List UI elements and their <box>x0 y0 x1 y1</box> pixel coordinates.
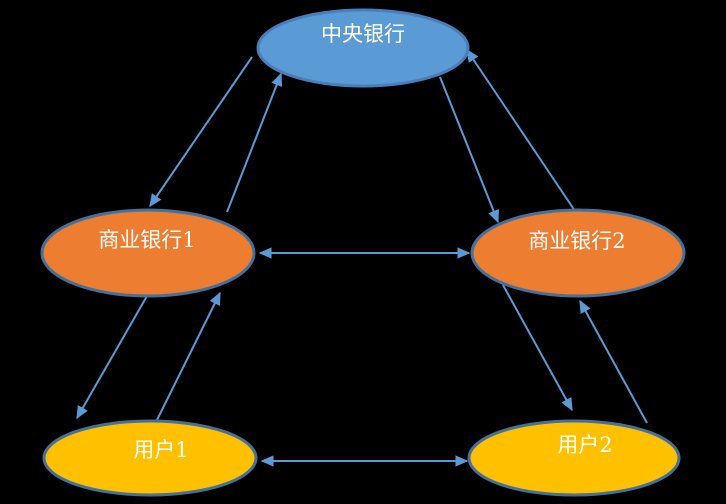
arrow-commercial-bank-1-to-user-1 <box>76 295 148 420</box>
node-user-1: 用户1 <box>42 419 258 497</box>
commercial-bank-1-label: 商业银行1 <box>98 228 195 252</box>
arrow-central-bank-to-commercial-bank-2 <box>439 76 499 224</box>
commercial-bank-2-ellipse <box>470 208 686 298</box>
node-central-bank: 中央银行 <box>256 8 470 88</box>
arrow-commercial-bank-1-to-central-bank <box>226 72 283 213</box>
arrow-user-1-to-commercial-bank-1 <box>153 291 221 427</box>
node-user-2: 用户2 <box>467 419 681 497</box>
commercial-bank-1-ellipse <box>40 208 256 298</box>
user-2-ellipse <box>467 419 681 497</box>
central-bank-label: 中央银行 <box>321 22 405 46</box>
user-2-label: 用户2 <box>557 433 612 457</box>
node-commercial-bank-1: 商业银行1 <box>40 208 256 298</box>
commercial-bank-2-label: 商业银行2 <box>528 229 625 253</box>
arrow-commercial-bank-2-to-user-2 <box>502 284 573 412</box>
node-commercial-bank-2: 商业银行2 <box>470 208 686 298</box>
central-bank-ellipse <box>256 8 470 88</box>
arrow-commercial-bank-2-to-central-bank <box>466 48 576 212</box>
arrow-central-bank-to-commercial-bank-1 <box>149 56 253 208</box>
user-1-label: 用户1 <box>133 438 188 462</box>
user-1-ellipse <box>42 419 258 497</box>
arrow-user-2-to-commercial-bank-2 <box>579 299 648 424</box>
